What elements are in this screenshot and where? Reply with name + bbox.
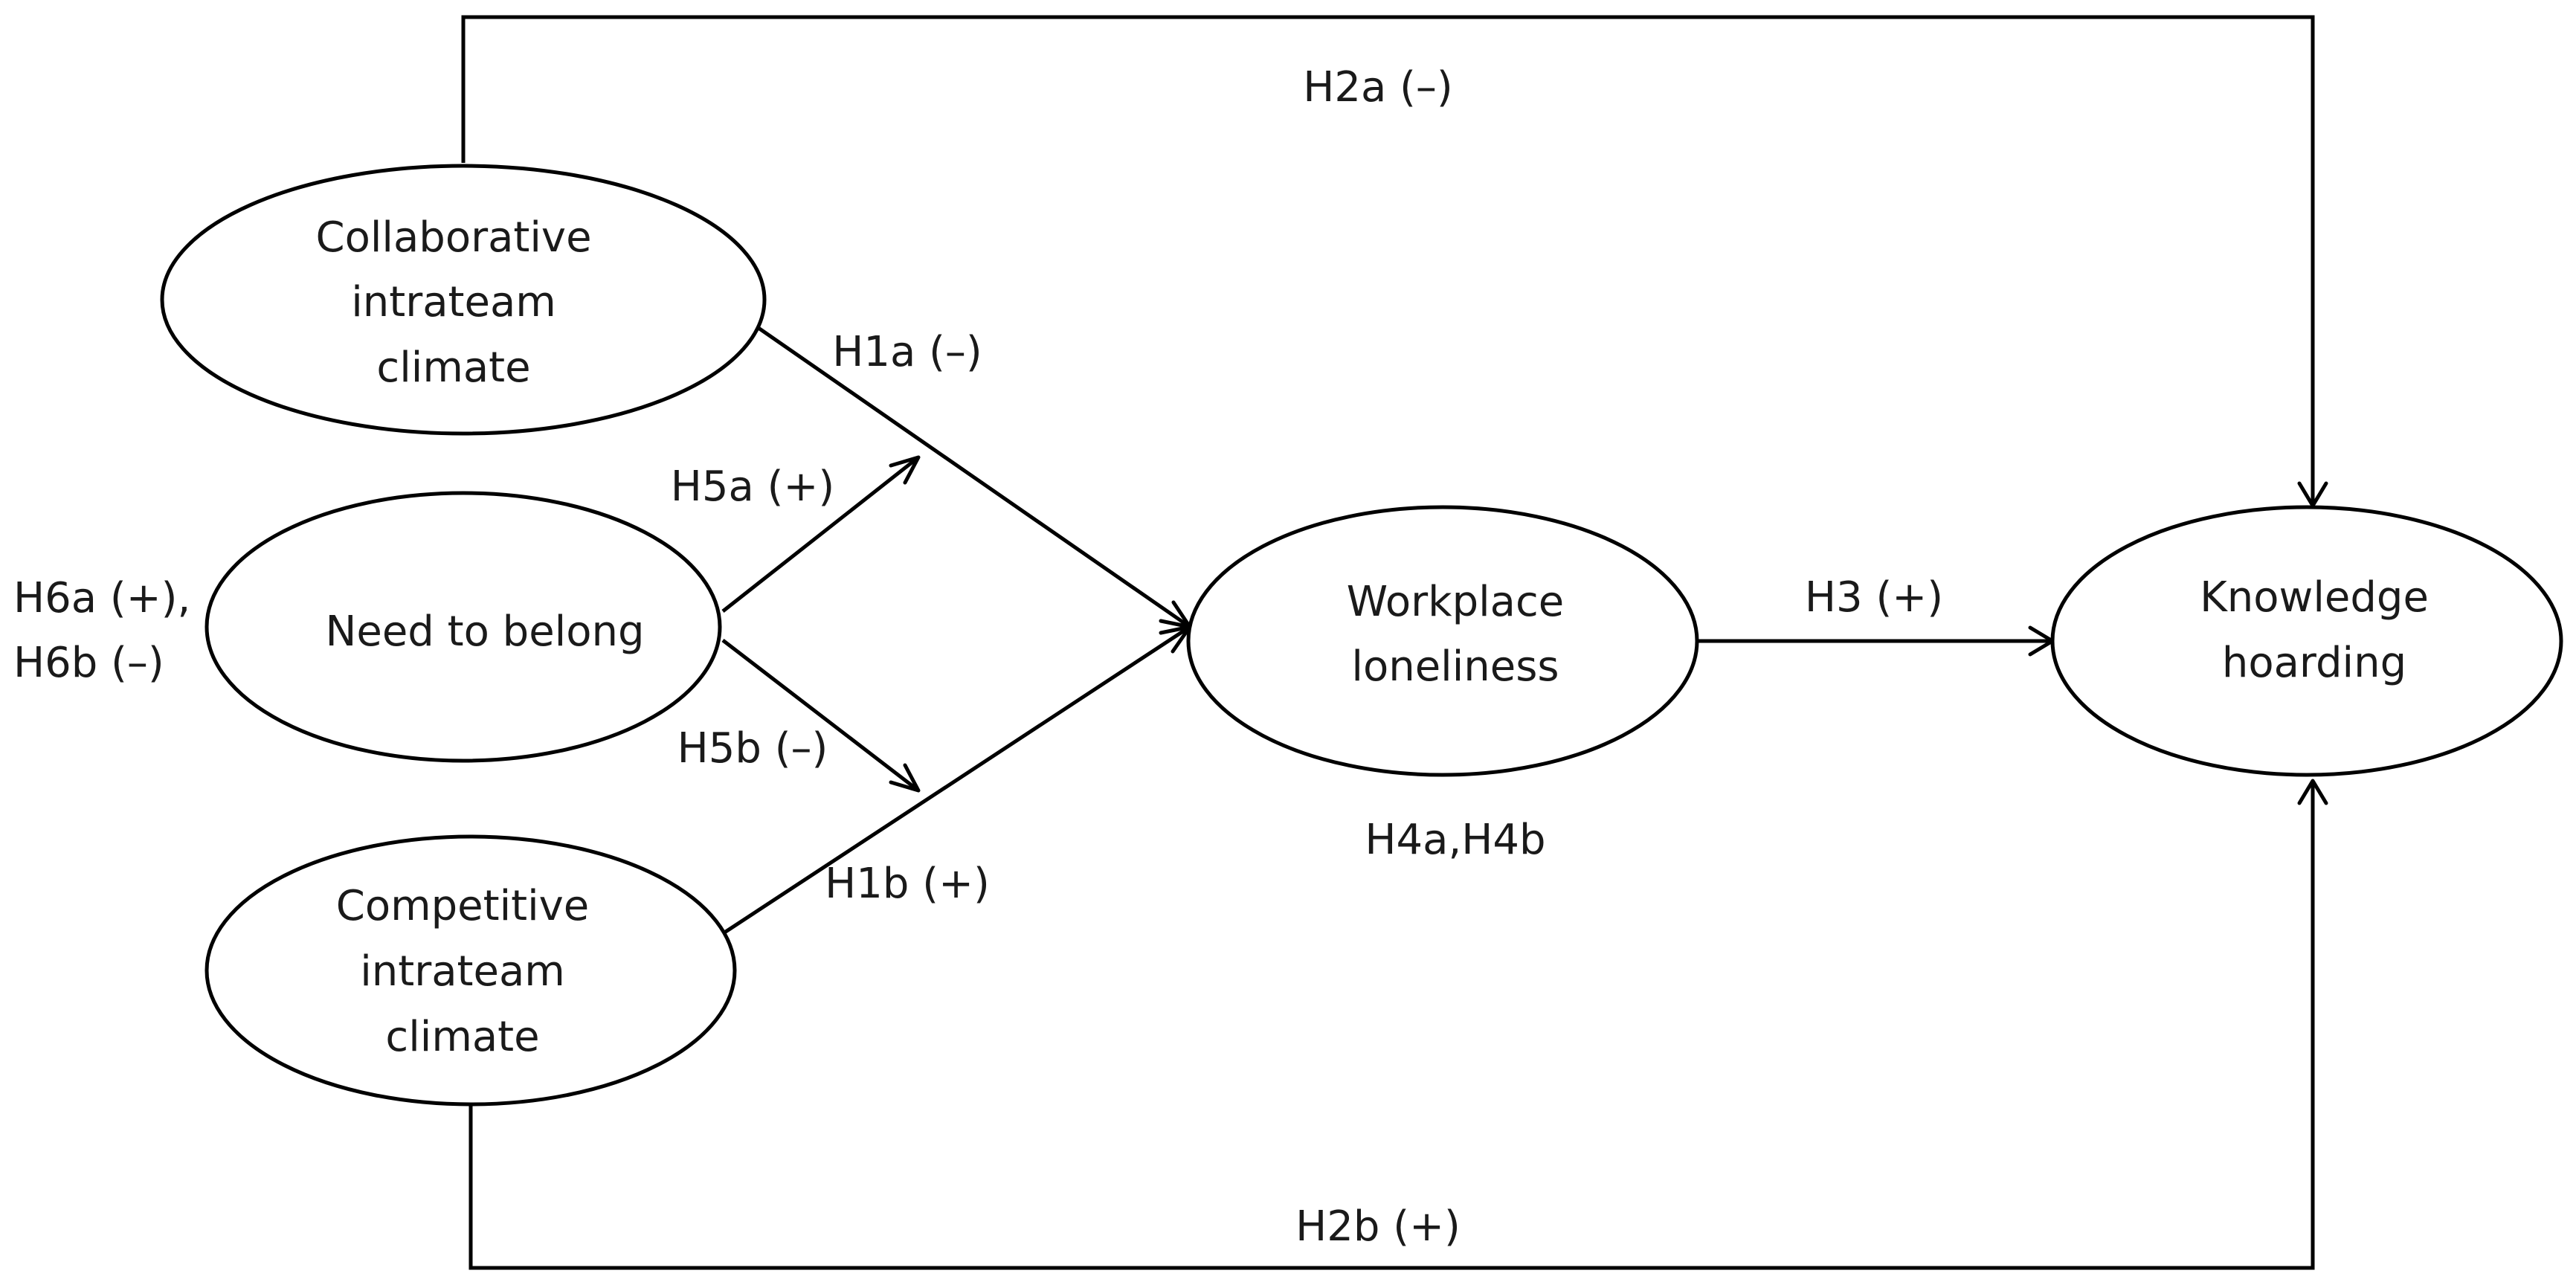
- edge-h1b-arrowhead: [1159, 625, 1192, 654]
- label-h1b: H1b (+): [825, 860, 990, 908]
- node-collaborative-line-2: intrateam: [351, 278, 556, 326]
- label-h3: H3 (+): [1805, 573, 1943, 622]
- node-need-to-belong-label: Need to belong: [325, 608, 644, 656]
- node-collaborative-line-3: climate: [376, 344, 530, 392]
- label-h1a: H1a (–): [832, 328, 982, 376]
- node-hoarding-line-2: hoarding: [2222, 639, 2406, 687]
- edge-h2a: [461, 15, 2315, 506]
- edge-h5a-arrowhead: [889, 455, 921, 485]
- node-workplace-loneliness: Workplace loneliness: [1186, 505, 1699, 777]
- edge-h2b: [468, 781, 2315, 1270]
- label-h5b: H5b (–): [677, 724, 828, 773]
- edge-h5b: [721, 639, 920, 792]
- label-h4: H4a,H4b: [1365, 816, 1545, 864]
- node-knowledge-hoarding: Knowledge hoarding: [2050, 505, 2563, 777]
- node-competitive-intrateam-climate: Competitive intrateam climate: [205, 834, 737, 1107]
- label-h2a: H2a (–): [1303, 63, 1453, 112]
- edge-h5b-arrowhead: [889, 763, 921, 793]
- node-loneliness-line-2: loneliness: [1351, 642, 1559, 691]
- label-h6-line-1: H6a (+),: [13, 574, 190, 622]
- node-competitive-line-2: intrateam: [360, 947, 565, 996]
- node-hoarding-line-1: Knowledge: [2200, 573, 2429, 622]
- label-h6-line-2: H6b (–): [13, 639, 164, 687]
- edge-h1b: [716, 625, 1191, 939]
- node-loneliness-line-1: Workplace: [1347, 578, 1564, 626]
- node-collaborative-line-1: Collaborative: [315, 213, 591, 262]
- node-competitive-line-3: climate: [385, 1013, 539, 1061]
- label-h5a: H5a (+): [671, 463, 834, 511]
- edge-h1a: [716, 297, 1191, 629]
- node-collaborative-intrateam-climate: Collaborative intrateam climate: [160, 164, 767, 436]
- edge-h2b-arrowhead: [2297, 779, 2328, 805]
- node-need-to-belong: Need to belong: [205, 491, 722, 763]
- edge-h5a: [721, 456, 920, 613]
- node-competitive-line-1: Competitive: [336, 882, 590, 930]
- label-h2b: H2b (+): [1295, 1202, 1461, 1251]
